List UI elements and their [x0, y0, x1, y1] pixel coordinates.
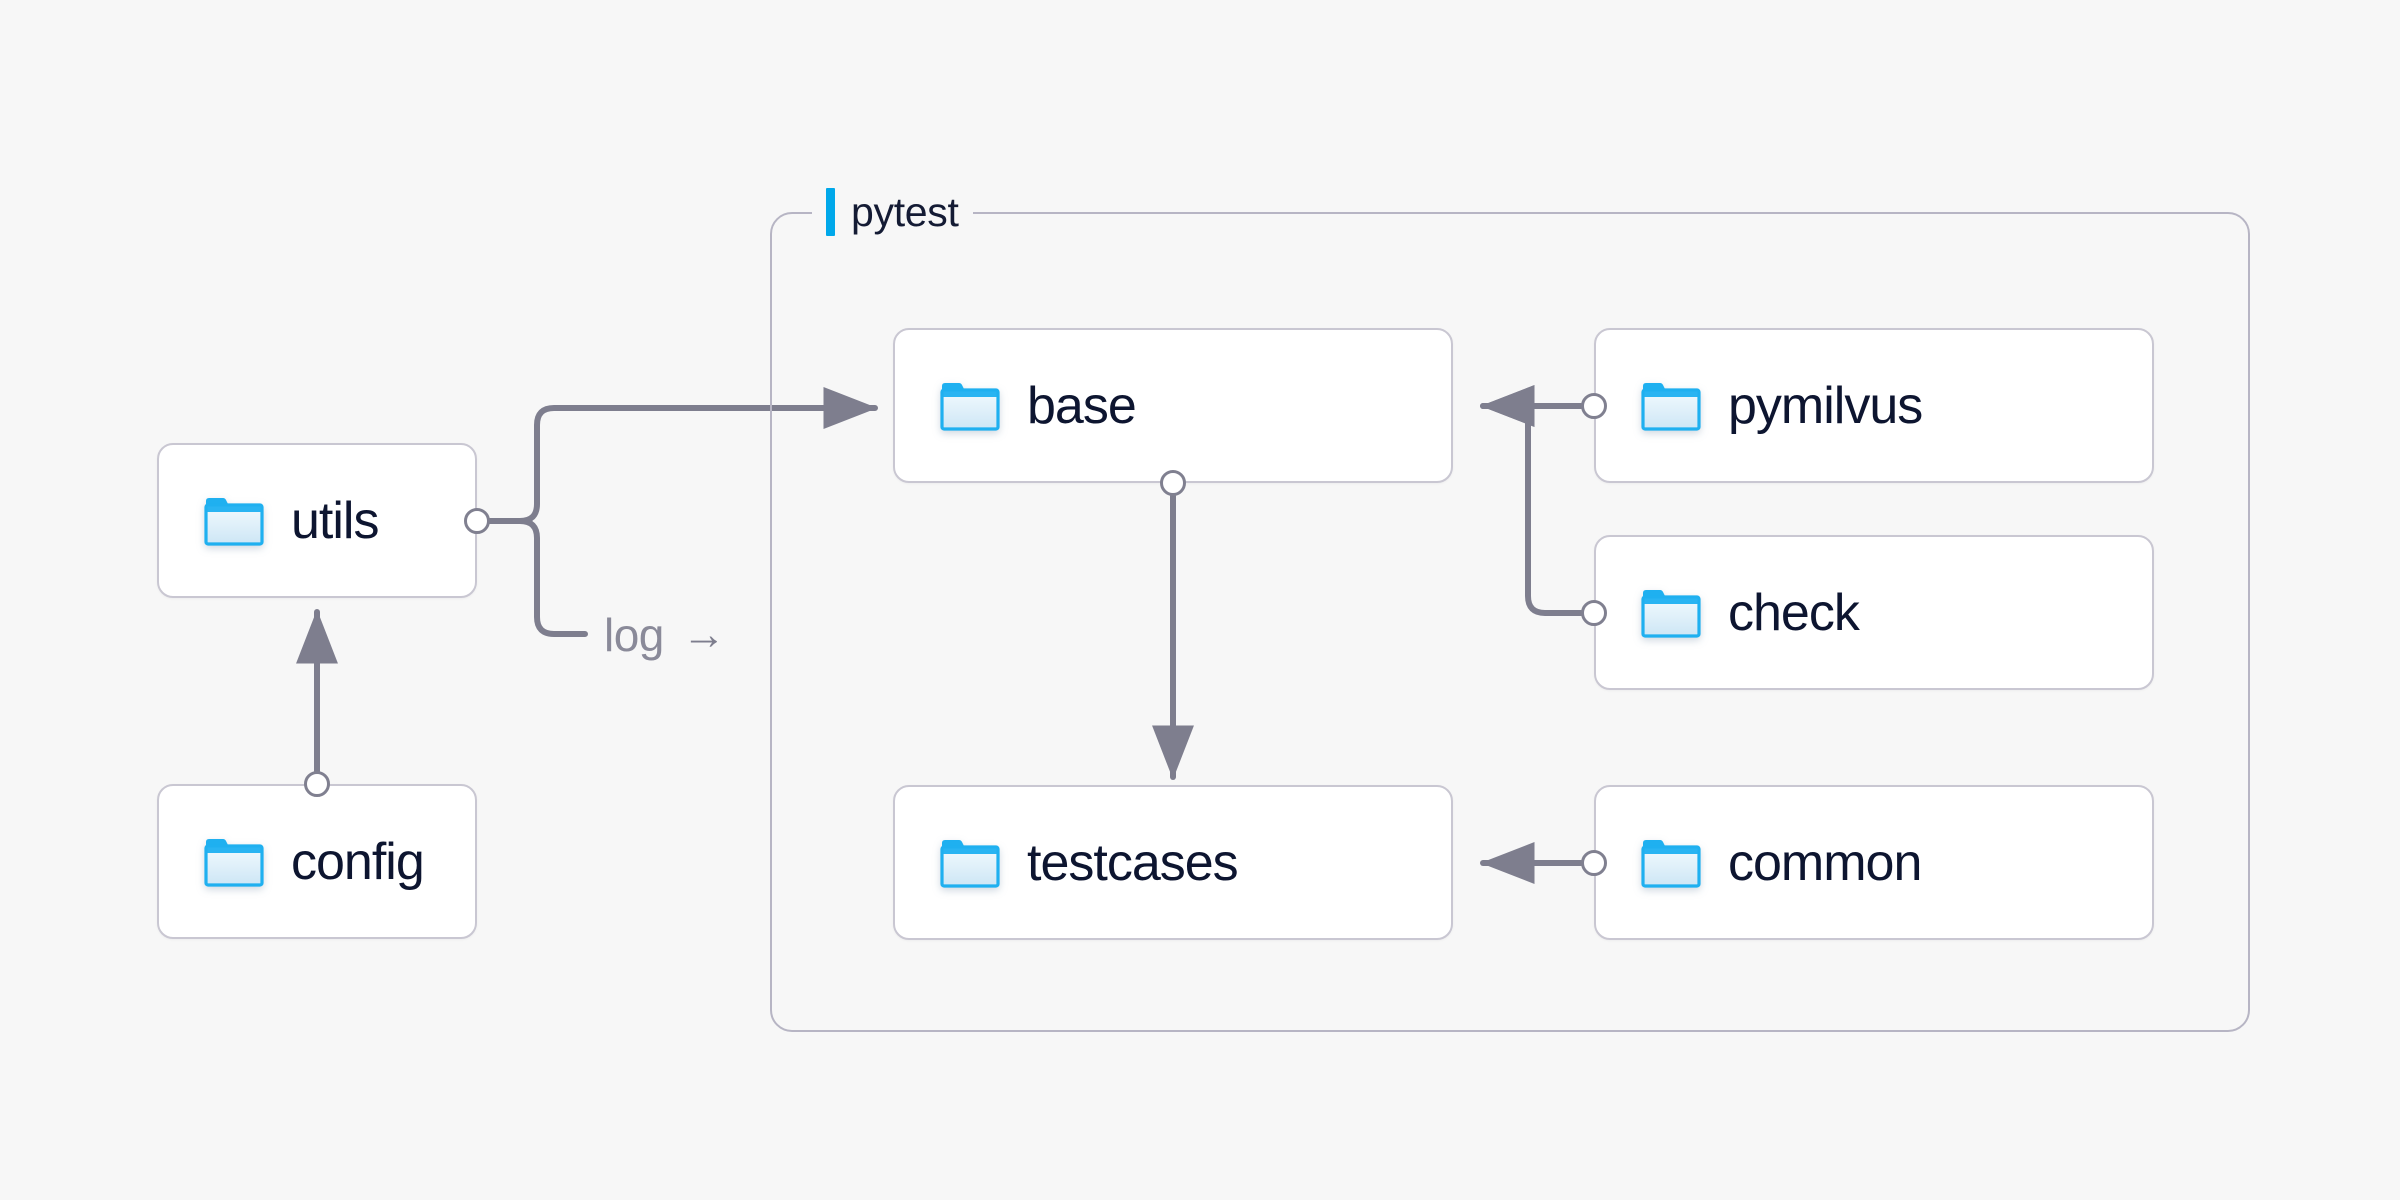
edge-label-log-text: log	[604, 609, 664, 661]
port-pymilvus-left[interactable]	[1581, 393, 1607, 419]
folder-icon	[940, 839, 1000, 888]
node-config[interactable]: config	[157, 784, 477, 939]
node-common[interactable]: common	[1594, 785, 2154, 940]
arrow-right-icon: →	[681, 610, 726, 659]
folder-icon	[1641, 839, 1701, 888]
node-label-check: check	[1728, 583, 1860, 642]
node-label-base: base	[1027, 376, 1137, 435]
port-check-left[interactable]	[1581, 600, 1607, 626]
group-label-text: pytest	[851, 188, 959, 235]
node-label-utils: utils	[291, 491, 379, 550]
edge-label-log: log →	[604, 608, 726, 662]
node-pymilvus[interactable]: pymilvus	[1594, 328, 2154, 483]
node-label-pymilvus: pymilvus	[1728, 376, 1923, 435]
folder-icon	[940, 382, 1000, 431]
folder-icon	[204, 497, 264, 546]
node-utils[interactable]: utils	[157, 443, 477, 598]
node-testcases[interactable]: testcases	[893, 785, 1453, 940]
node-label-config: config	[291, 832, 425, 891]
node-label-testcases: testcases	[1027, 833, 1239, 892]
port-config-top[interactable]	[304, 771, 330, 797]
node-check[interactable]: check	[1594, 535, 2154, 690]
port-base-bottom[interactable]	[1160, 470, 1186, 496]
edge-utils-log	[487, 518, 588, 637]
group-accent-bar	[826, 188, 835, 236]
folder-icon	[1641, 589, 1701, 638]
node-base[interactable]: base	[893, 328, 1453, 483]
port-common-left[interactable]	[1581, 850, 1607, 876]
group-container-pytest[interactable]	[770, 212, 2250, 1032]
group-label-pytest: pytest	[812, 185, 973, 239]
node-label-common: common	[1728, 833, 1922, 892]
folder-icon	[204, 838, 264, 887]
folder-icon	[1641, 382, 1701, 431]
port-utils-right[interactable]	[464, 508, 490, 534]
